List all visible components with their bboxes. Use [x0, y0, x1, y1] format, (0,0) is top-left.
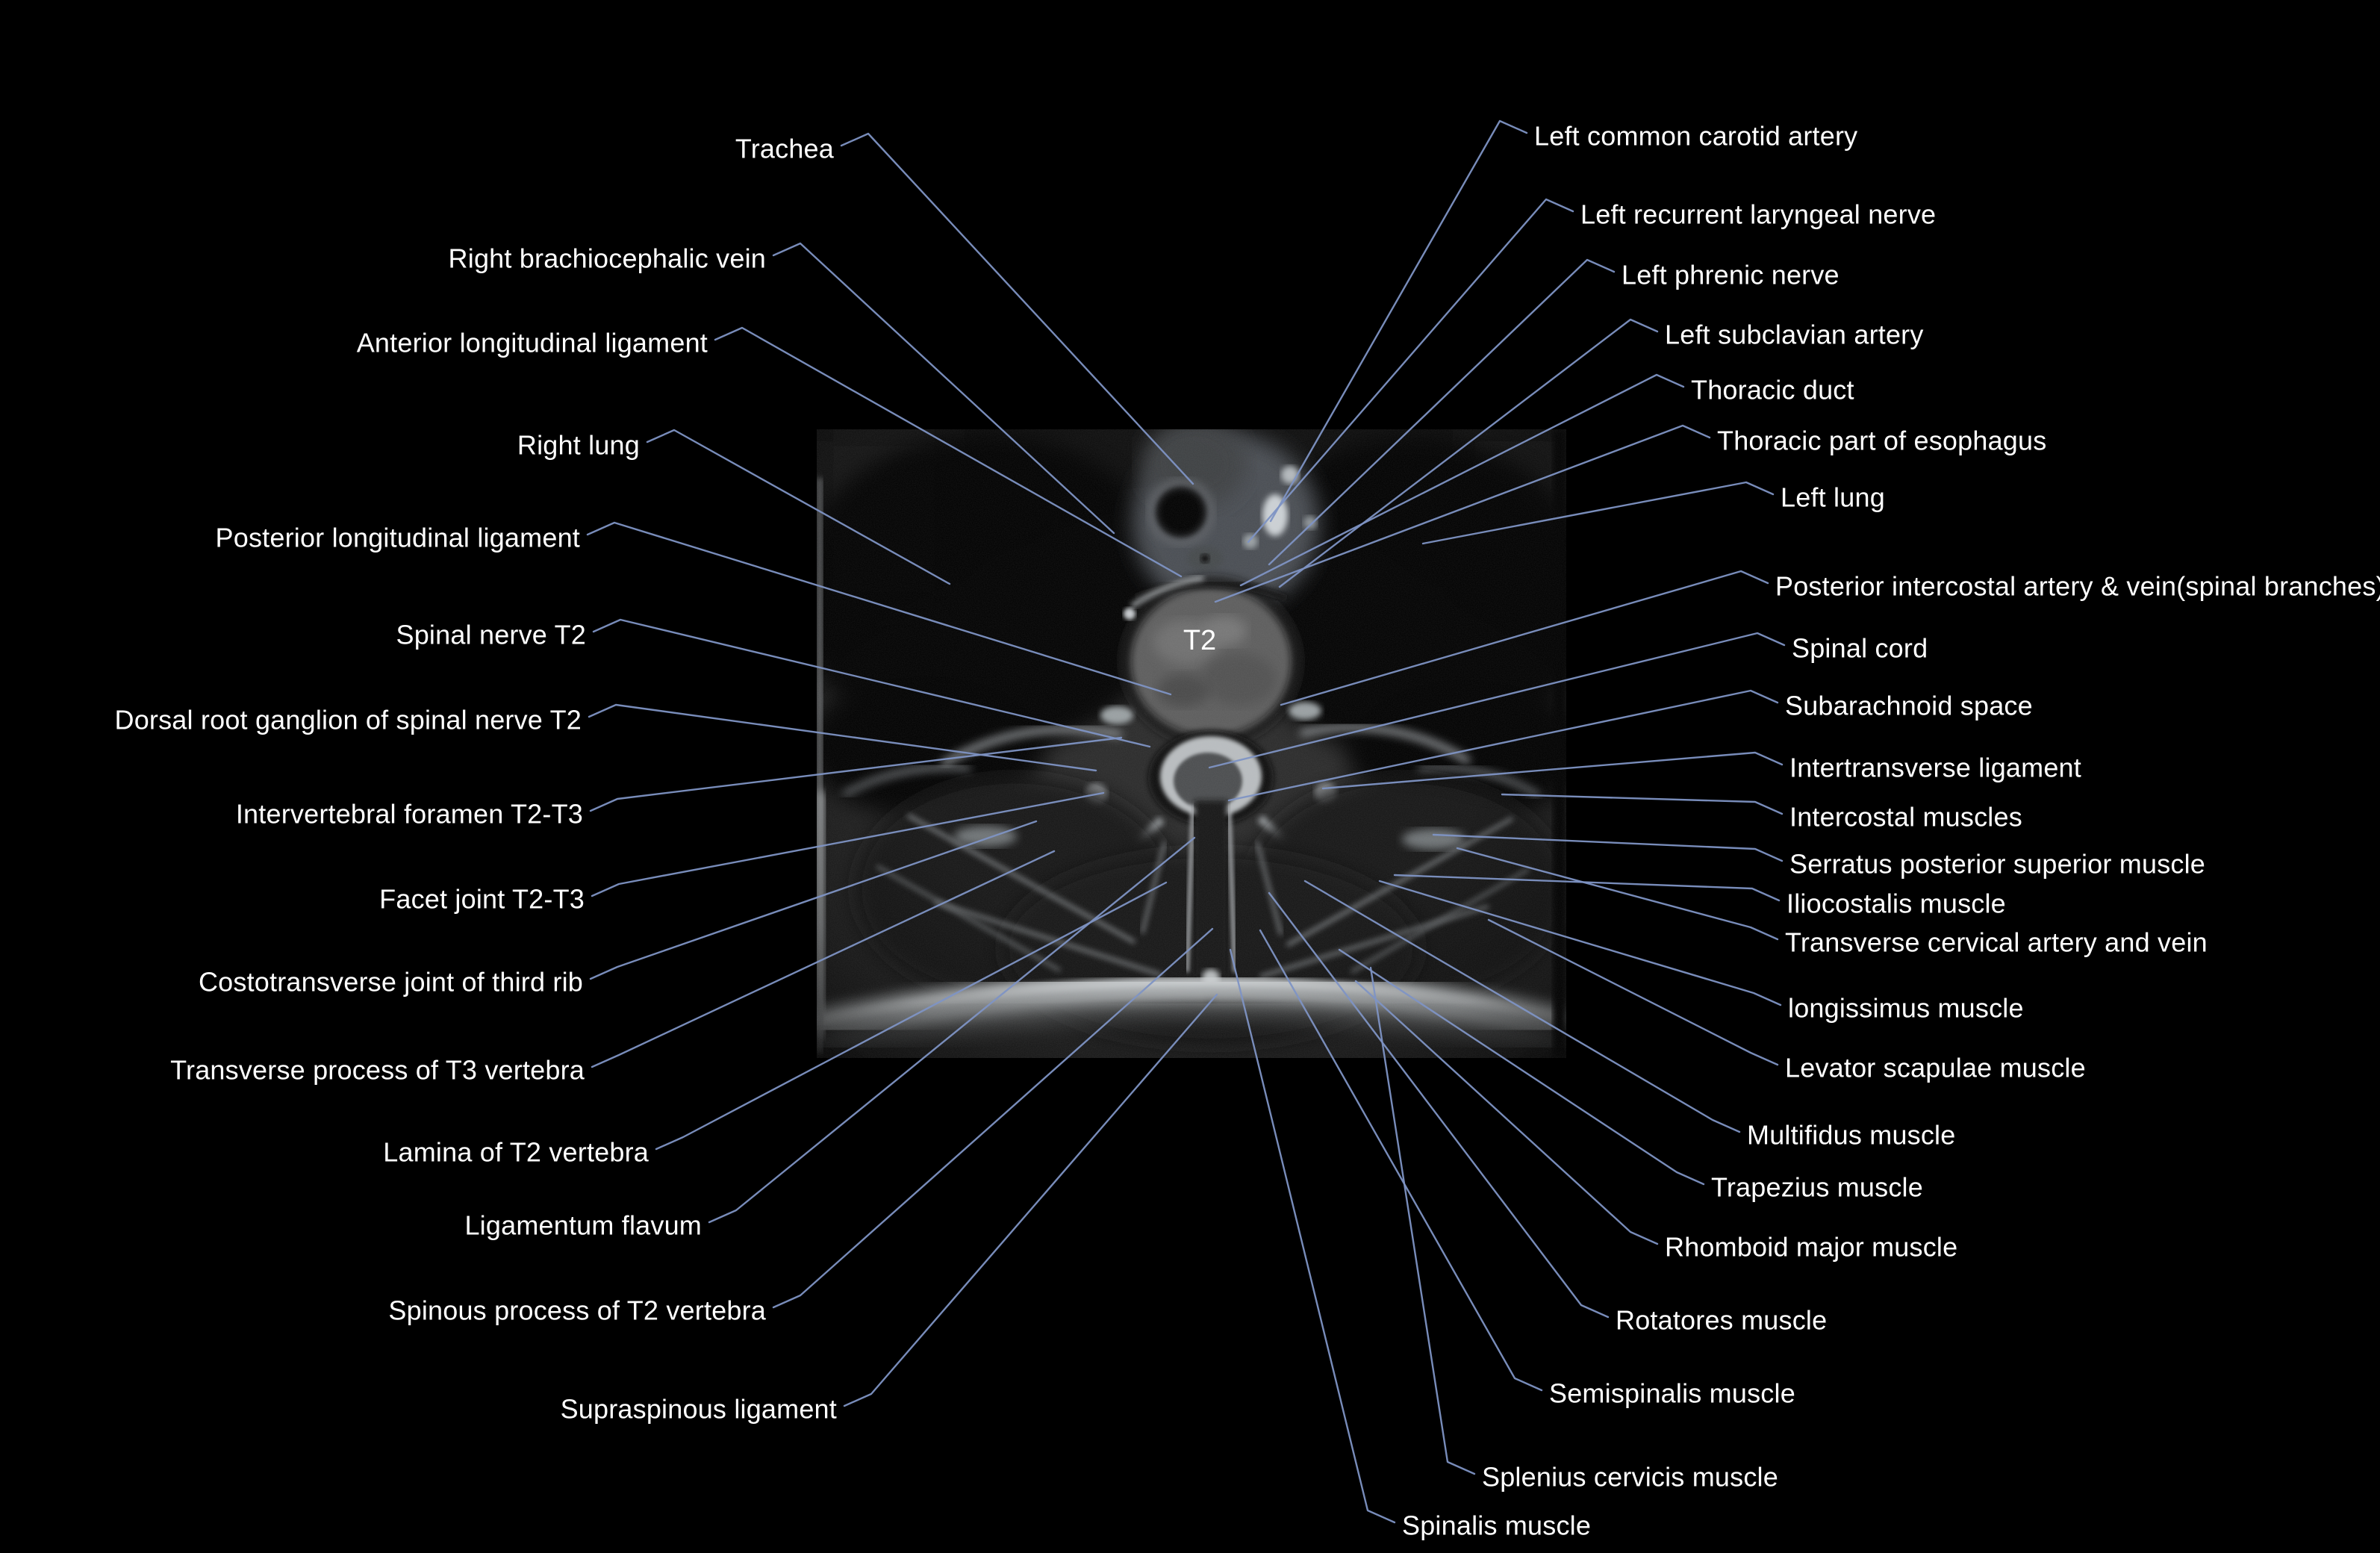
- leader-line-spinal-cord: [1208, 632, 1786, 769]
- leader-line-ligamentum-flavum: [708, 836, 1196, 1224]
- leader-line-left-phrenic-nerve: [1268, 258, 1616, 566]
- mri-image: T2: [817, 429, 1566, 1058]
- leader-line-semispinalis-muscle: [1259, 929, 1543, 1392]
- mri-noise: [817, 429, 1566, 1058]
- leader-line-spinal-nerve-t2: [592, 618, 1151, 748]
- leader-line-levator-scapulae-muscle: [1487, 918, 1779, 1066]
- leader-line-left-subclavian-artery: [1278, 318, 1659, 588]
- leader-line-facet-joint-t2-t3: [591, 791, 1105, 897]
- leader-line-lamina-t2-vertebra: [655, 881, 1168, 1151]
- leader-line-spinous-process-t2-vertebra: [772, 927, 1214, 1309]
- leader-line-iliocostalis-muscle: [1393, 874, 1781, 902]
- leader-line-left-common-carotid-artery: [1269, 119, 1528, 523]
- leader-line-longissimus-muscle: [1378, 880, 1782, 1006]
- leader-line-thoracic-duct: [1239, 373, 1685, 587]
- leader-line-right-lung: [646, 429, 951, 585]
- leader-line-intervertebral-foramen-t2-t3: [589, 736, 1123, 812]
- leader-line-posterior-longitudinal-ligament: [586, 521, 1172, 696]
- leader-line-rotatores-muscle: [1268, 891, 1610, 1319]
- leader-line-transverse-cervical-artery-vein: [1456, 847, 1779, 941]
- leader-line-thoracic-part-of-esophagus: [1214, 424, 1711, 603]
- leader-line-rhomboid-major-muscle: [1354, 980, 1659, 1245]
- leader-line-dorsal-root-ganglion-spinal-nerve-t2: [588, 703, 1097, 772]
- leader-line-transverse-process-t3-vertebra: [591, 850, 1056, 1068]
- leader-line-anterior-longitudinal-ligament: [714, 326, 1183, 578]
- leader-line-multifidus-muscle: [1303, 880, 1741, 1133]
- leader-lines-layer: [586, 119, 1786, 1524]
- leader-line-supraspinous-ligament: [843, 993, 1218, 1407]
- leader-line-intertransverse-ligament: [1321, 751, 1784, 790]
- leader-line-trachea: [840, 132, 1194, 485]
- leader-line-subarachnoid-space: [1227, 689, 1779, 802]
- leader-line-left-recurrent-laryngeal-nerve: [1247, 198, 1574, 544]
- leader-line-splenius-cervicis-muscle: [1369, 966, 1476, 1475]
- leader-line-serratus-posterior-superior-muscle: [1432, 833, 1784, 862]
- leader-line-trapezius-muscle: [1338, 948, 1705, 1186]
- leader-line-posterior-intercostal-artery-vein: [1280, 570, 1769, 706]
- leader-line-right-brachiocephalic-vein: [772, 242, 1115, 535]
- leader-line-left-lung: [1421, 481, 1775, 545]
- leader-line-spinalis-muscle: [1229, 948, 1396, 1524]
- leader-line-intercostal-muscles: [1501, 793, 1784, 815]
- vertebra-level-label: T2: [1183, 625, 1216, 656]
- leader-line-costotransverse-joint-third-rib: [589, 820, 1038, 980]
